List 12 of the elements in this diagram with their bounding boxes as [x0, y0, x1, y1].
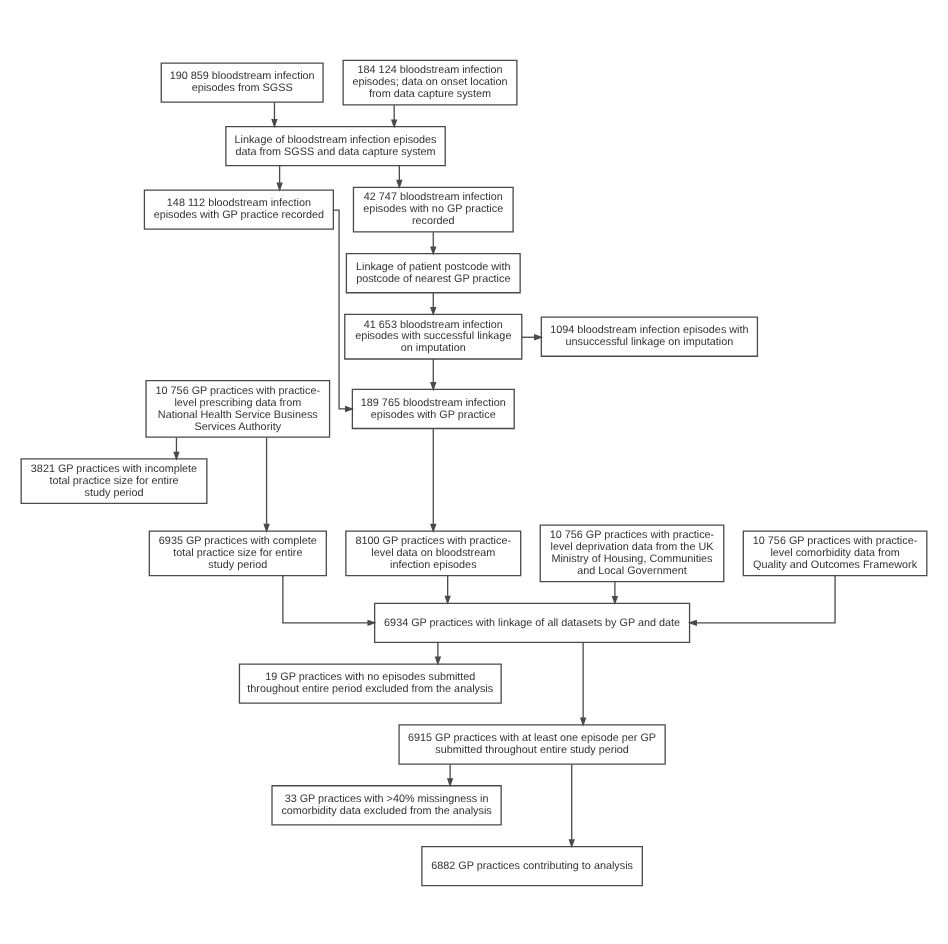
arrow: [446, 762, 454, 787]
arrow: [611, 580, 619, 605]
arrow: [282, 574, 377, 626]
arrow: [687, 574, 836, 626]
arrow: [430, 357, 437, 391]
arrow: [332, 208, 355, 412]
arrow: [568, 762, 575, 848]
arrow: [430, 427, 437, 532]
arrow: [444, 574, 451, 604]
arrow: [434, 640, 442, 665]
arrow: [579, 641, 587, 726]
arrow: [263, 435, 270, 532]
